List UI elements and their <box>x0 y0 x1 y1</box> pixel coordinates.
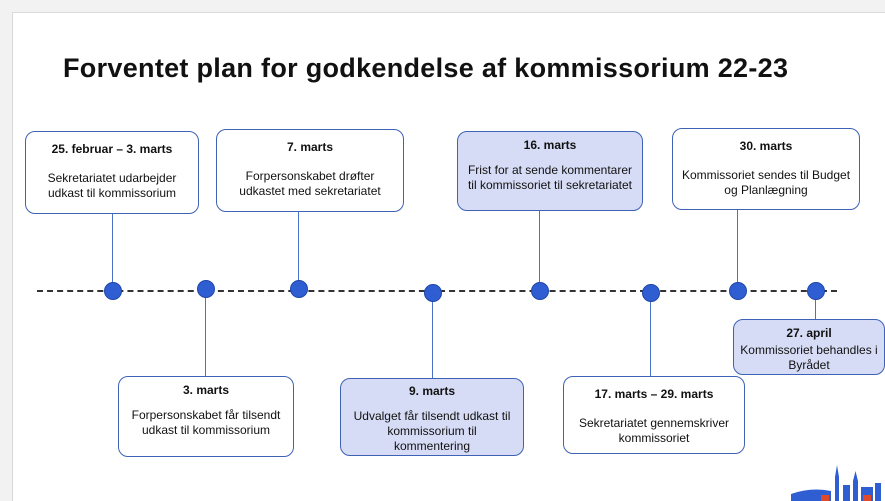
milestone-date: 30. marts <box>739 139 793 153</box>
milestone-date: 27. april <box>786 326 832 340</box>
connector-line <box>737 210 738 290</box>
milestone-dot <box>642 284 660 302</box>
connector-line <box>815 294 816 320</box>
slide: Forventet plan for godkendelse af kommis… <box>12 12 885 501</box>
milestone-box: 17. marts – 29. marts Sekretariatet genn… <box>563 376 745 454</box>
milestone-dot <box>424 284 442 302</box>
milestone-text: Frist for at sende kommentarer til kommi… <box>467 163 633 192</box>
milestone-date: 9. marts <box>408 384 456 398</box>
milestone-box: 30. marts Kommissoriet sendes til Budget… <box>672 128 860 210</box>
milestone-box: 7. marts Forpersonskabet drøfter udkaste… <box>216 129 404 212</box>
milestone-text: Udvalget får tilsendt udkast til kommiss… <box>353 409 511 453</box>
milestone-box: 3. marts Forpersonskabet får tilsendt ud… <box>118 376 294 457</box>
connector-line <box>539 211 540 290</box>
milestone-dot <box>531 282 549 300</box>
milestone-box: 16. marts Frist for at sende kommentarer… <box>457 131 643 211</box>
slide-title: Forventet plan for godkendelse af kommis… <box>63 53 789 83</box>
connector-line <box>298 212 299 290</box>
milestone-date: 7. marts <box>286 140 334 154</box>
connector-line <box>650 294 651 376</box>
milestone-box: 25. februar – 3. marts Sekretariatet uda… <box>25 131 199 214</box>
milestone-text: Sekretariatet udarbejder udkast til komm… <box>47 171 177 200</box>
milestone-box: 27. april Kommissoriet behandles i Byråd… <box>733 319 885 375</box>
milestone-dot <box>197 280 215 298</box>
connector-line <box>205 290 206 376</box>
milestone-text: Forpersonskabet får tilsendt udkast til … <box>131 408 281 437</box>
connector-line <box>432 294 433 378</box>
milestone-dot <box>290 280 308 298</box>
milestone-dot <box>729 282 747 300</box>
milestone-date: 16. marts <box>523 138 577 152</box>
milestone-date: 25. februar – 3. marts <box>51 142 173 156</box>
city-skyline-icon <box>791 465 881 501</box>
milestone-box: 9. marts Udvalget får tilsendt udkast ti… <box>340 378 524 456</box>
milestone-dot <box>104 282 122 300</box>
milestone-date: 17. marts – 29. marts <box>594 387 714 401</box>
connector-line <box>112 214 113 290</box>
milestone-text: Sekretariatet gennemskriver kommissoriet <box>578 416 730 445</box>
milestone-dot <box>807 282 825 300</box>
milestone-date: 3. marts <box>182 383 230 397</box>
milestone-text: Forpersonskabet drøfter udkastet med sek… <box>239 169 381 198</box>
milestone-text: Kommissoriet behandles i Byrådet <box>740 343 878 372</box>
milestone-text: Kommissoriet sendes til Budget og Planlæ… <box>681 168 851 197</box>
